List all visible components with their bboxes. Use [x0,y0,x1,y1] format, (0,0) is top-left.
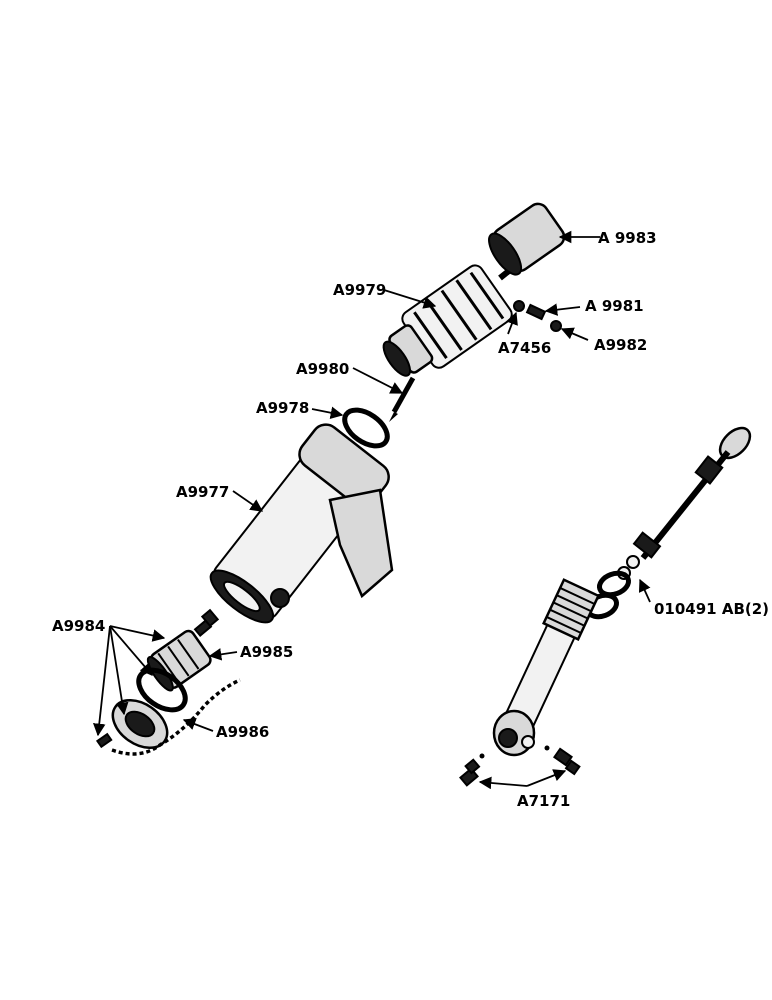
label-a9986: A9986 [216,723,269,741]
label-a9985: A9985 [240,643,293,661]
knob-part [488,202,566,281]
valve-body-part [492,578,601,757]
lid-part [111,698,169,750]
needle-part [389,376,416,422]
valve-stem-part [617,426,752,580]
label-a9983: A 9983 [598,229,657,247]
label-a9980: A9980 [296,360,349,378]
label-a9981: A 9981 [585,297,644,315]
filter-housing-part [382,264,513,377]
label-a9979: A9979 [333,281,386,299]
small-screw-parts [513,300,562,332]
label-a9978: A9978 [256,399,309,417]
screw-part [193,608,220,637]
pump-body-part [209,423,394,624]
label-a9984: A9984 [52,617,105,635]
label-a7171: A7171 [517,792,570,810]
o-ring-part [342,407,390,449]
label-a9982: A9982 [594,336,647,354]
fitting-parts [459,745,581,787]
label-a7456: A7456 [498,339,551,357]
leader-lines [92,230,651,790]
label-a9977: A9977 [176,483,229,501]
label-010491-ab: 010491 AB(2) [654,600,769,618]
lid-screw-part [95,732,113,749]
